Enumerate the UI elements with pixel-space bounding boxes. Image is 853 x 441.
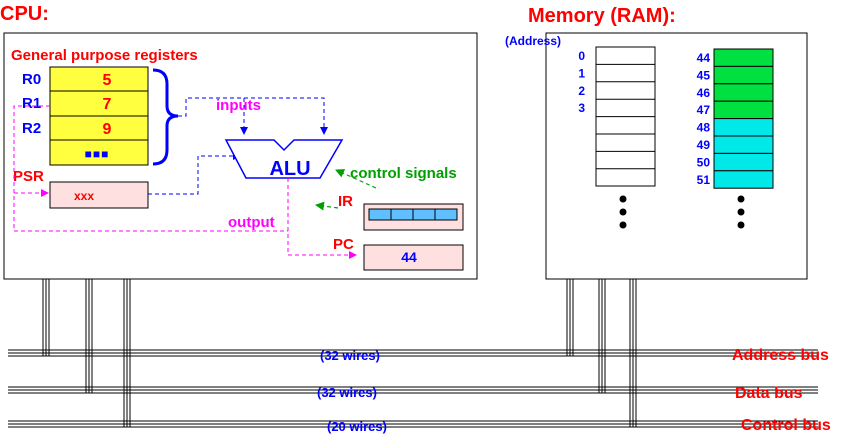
- psr-register: [49, 181, 149, 209]
- control-bus-label: Control bus: [741, 417, 831, 434]
- address-bus-label: Address bus: [732, 347, 829, 364]
- flags-feedback-arrows: [13, 105, 357, 259]
- psr-name: PSR: [13, 168, 44, 185]
- control-bus-wires: (20 wires): [327, 419, 387, 434]
- pc-name: PC: [333, 236, 354, 253]
- memory-cell-51: [713, 170, 774, 189]
- register-name-r2: R2: [22, 120, 41, 137]
- register-name-r0: R0: [22, 71, 41, 88]
- memory-cell-50: [713, 152, 774, 172]
- psr-value: xxx: [74, 189, 94, 203]
- register-value-r1: 7: [103, 96, 112, 113]
- register-value-r0: 5: [103, 72, 112, 89]
- data-bus-label: Data bus: [735, 385, 803, 402]
- memory-address-right-44: 44: [697, 51, 711, 65]
- memory-cell-49: [713, 135, 774, 154]
- pc-register: [363, 244, 464, 271]
- memory-left-addresses: 0 1 2 3: [578, 49, 585, 115]
- address-header: (Address): [505, 34, 561, 48]
- pc-value: 44: [401, 249, 417, 265]
- memory-address-left-2: 2: [578, 84, 585, 98]
- memory-title: Memory (RAM):: [528, 5, 676, 27]
- memory-cell-45: [713, 65, 774, 85]
- memory-left-cell-dividers: [596, 63, 655, 170]
- memory-address-left-3: 3: [578, 101, 585, 115]
- memory-right-cells: [713, 48, 774, 189]
- memory-address-right-46: 46: [697, 86, 711, 100]
- gpr-title: General purpose registers: [11, 47, 198, 64]
- alu-label: ALU: [269, 158, 310, 180]
- memory-address-left-0: 0: [578, 49, 585, 63]
- memory-address-right-47: 47: [697, 103, 711, 117]
- memory-cell-46: [713, 83, 774, 102]
- inputs-label: inputs: [216, 97, 261, 114]
- memory-address-right-49: 49: [697, 138, 711, 152]
- register-file: [49, 66, 149, 166]
- ir-to-control-arrow: [315, 201, 339, 211]
- cpu-title: CPU:: [0, 3, 49, 25]
- inputs-arrows: [148, 97, 328, 195]
- alu-shape: [224, 139, 344, 179]
- memory-cell-47: [713, 100, 774, 120]
- control-signals-label: control signals: [350, 165, 457, 182]
- control-signals-arrow: [335, 169, 377, 189]
- memory-address-right-50: 50: [697, 155, 711, 169]
- memory-cell-48: [713, 118, 774, 137]
- register-more-dots: ■■■: [85, 147, 110, 161]
- register-value-r2: 9: [103, 121, 112, 138]
- ir-cells: [368, 208, 458, 221]
- memory-address-left-1: 1: [578, 66, 585, 80]
- output-label: output: [228, 214, 275, 231]
- memory-continuation-dots: [619, 195, 745, 229]
- memory-right-addresses: 44 45 46 47 48 49 50 51: [697, 51, 711, 187]
- memory-address-right-51: 51: [697, 173, 711, 187]
- bus-wires: [8, 279, 818, 428]
- register-name-r1: R1: [22, 95, 41, 112]
- data-bus-wires: (32 wires): [317, 385, 377, 400]
- memory-address-right-48: 48: [697, 121, 711, 135]
- ir-name: IR: [338, 193, 353, 210]
- memory-address-right-45: 45: [697, 68, 711, 82]
- address-bus-wires: (32 wires): [320, 348, 380, 363]
- memory-cell-44: [713, 48, 774, 67]
